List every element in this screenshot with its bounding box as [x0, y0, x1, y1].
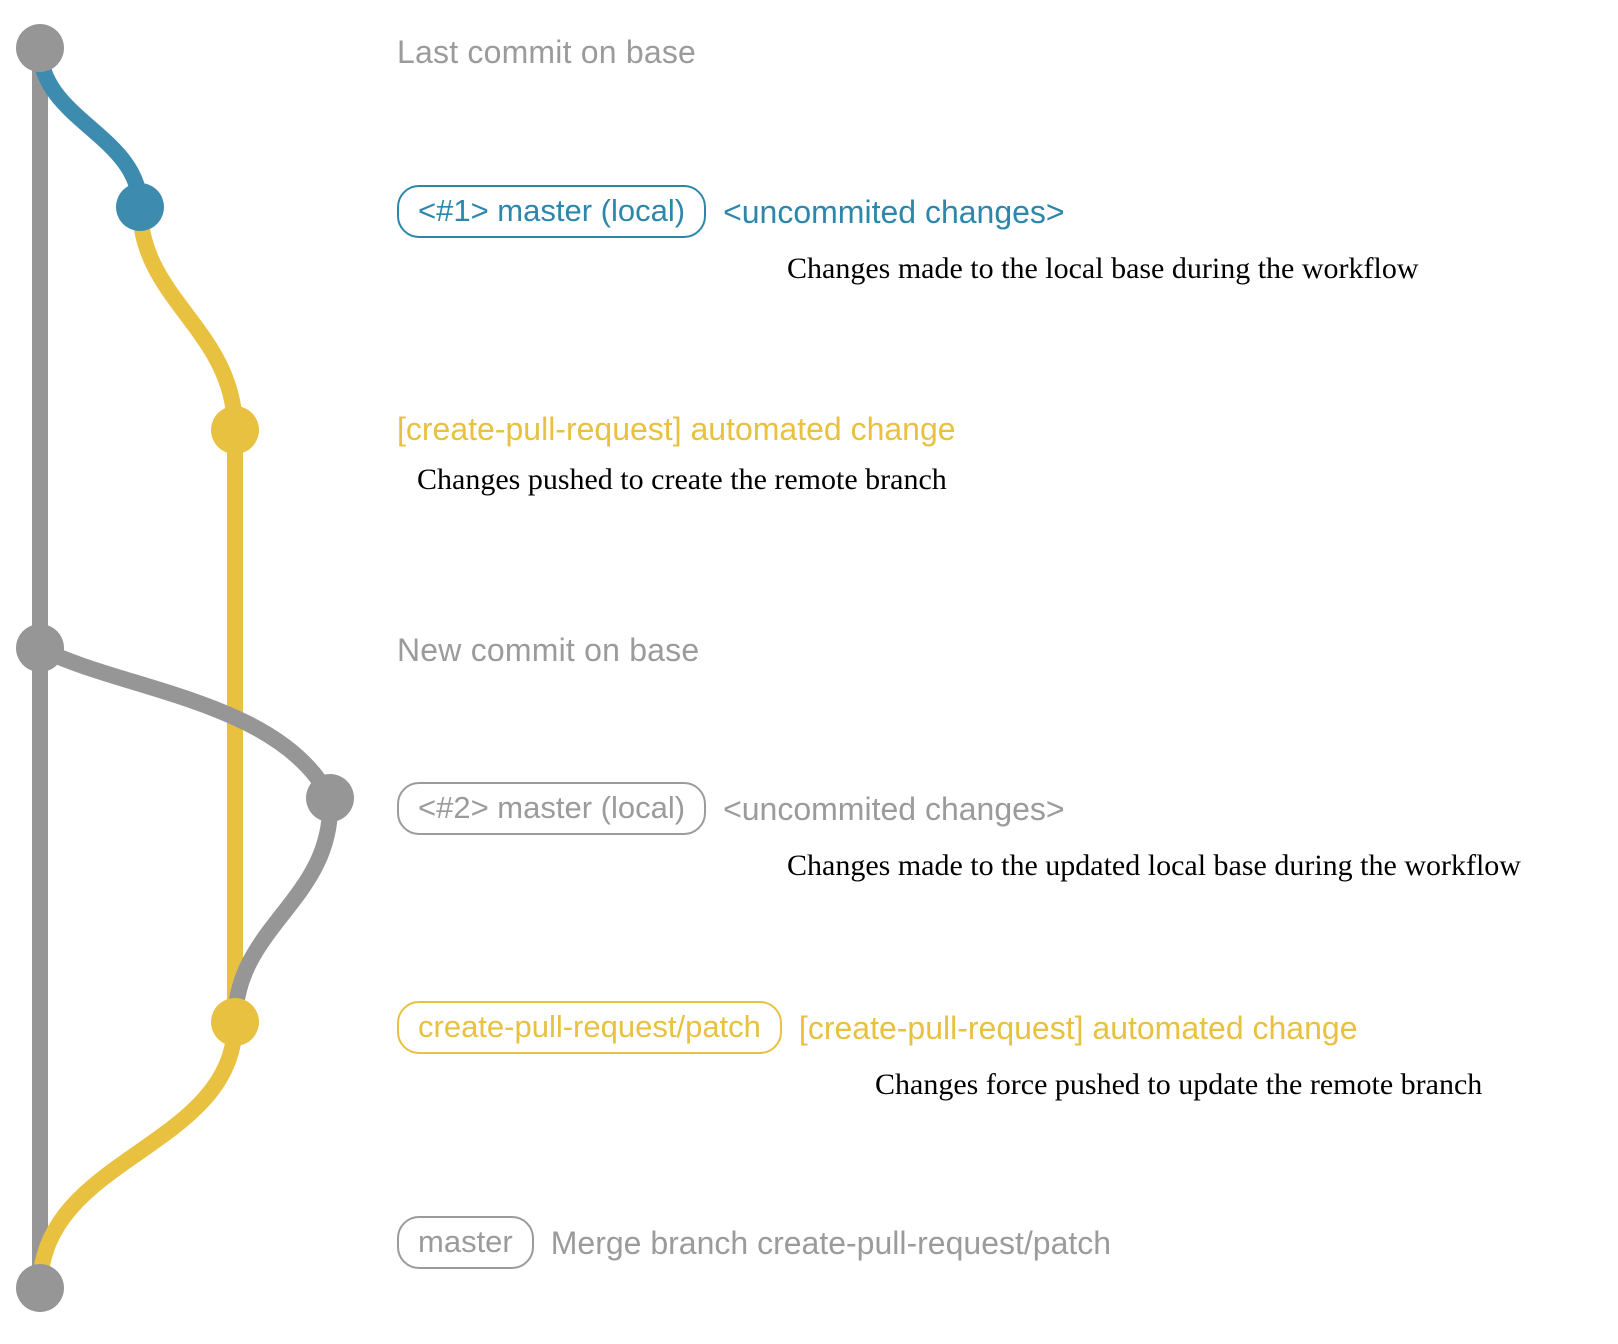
description-create-pull-request-patch: Changes force pushed to update the remot… — [875, 1068, 1483, 1101]
badge-master[interactable]: master — [397, 1216, 534, 1269]
node-local-2[interactable] — [306, 774, 354, 822]
edge-patch2-to-merge — [32, 1014, 243, 1296]
commit-message-master-merge: Merge branch create-pull-request/patch — [550, 1224, 1112, 1261]
badge-create-pull-request-patch[interactable]: create-pull-request/patch — [397, 1001, 782, 1054]
label-new-commit-on-base: New commit on base — [397, 632, 700, 668]
commit-message-automated-change-1: [create-pull-request] automated change — [397, 411, 956, 447]
node-base-merge[interactable] — [16, 1264, 64, 1312]
git-graph — [16, 24, 354, 1312]
label-last-commit-on-base: Last commit on base — [397, 34, 697, 70]
description-automated-change-1: Changes pushed to create the remote bran… — [417, 463, 947, 496]
badge-line-create-pull-request-patch: create-pull-request/patch [create-pull-r… — [397, 1001, 1482, 1054]
badge-line-master-local-1: <#1> master (local) <uncommited changes> — [397, 185, 1419, 238]
description-master-local-1: Changes made to the local base during th… — [787, 252, 1419, 285]
node-base-head[interactable] — [16, 24, 64, 72]
badge-master-local-2[interactable]: <#2> master (local) — [397, 782, 707, 835]
node-local-1[interactable] — [116, 183, 164, 231]
edge-basenew-to-local2 — [32, 640, 338, 806]
row-master-local-1: <#1> master (local) <uncommited changes>… — [397, 185, 1419, 284]
commit-message-master-local-2: <uncommited changes> — [723, 790, 1065, 827]
edge-base-to-local1 — [32, 40, 148, 215]
row-last-commit-on-base: Last commit on base — [397, 36, 696, 68]
badge-line-master-local-2: <#2> master (local) <uncommited changes> — [397, 782, 1521, 835]
badge-master-local-1[interactable]: <#1> master (local) — [397, 185, 707, 238]
commit-message-create-pull-request-patch: [create-pull-request] automated change — [798, 1009, 1358, 1046]
node-patch-1[interactable] — [211, 406, 259, 454]
edge-local1-to-patch1 — [132, 199, 243, 438]
row-master-merge: master Merge branch create-pull-request/… — [397, 1216, 1111, 1269]
edge-local2-to-patch2 — [227, 790, 339, 1030]
row-create-pull-request-patch: create-pull-request/patch [create-pull-r… — [397, 1001, 1482, 1100]
node-base-new[interactable] — [16, 624, 64, 672]
row-new-commit-on-base: New commit on base — [397, 634, 699, 666]
description-master-local-2: Changes made to the updated local base d… — [787, 849, 1521, 882]
row-automated-change-1: [create-pull-request] automated change C… — [397, 413, 956, 495]
node-patch-2[interactable] — [211, 998, 259, 1046]
commit-message-master-local-1: <uncommited changes> — [723, 193, 1065, 230]
badge-line-master-merge: master Merge branch create-pull-request/… — [397, 1216, 1111, 1269]
row-master-local-2: <#2> master (local) <uncommited changes>… — [397, 782, 1521, 881]
